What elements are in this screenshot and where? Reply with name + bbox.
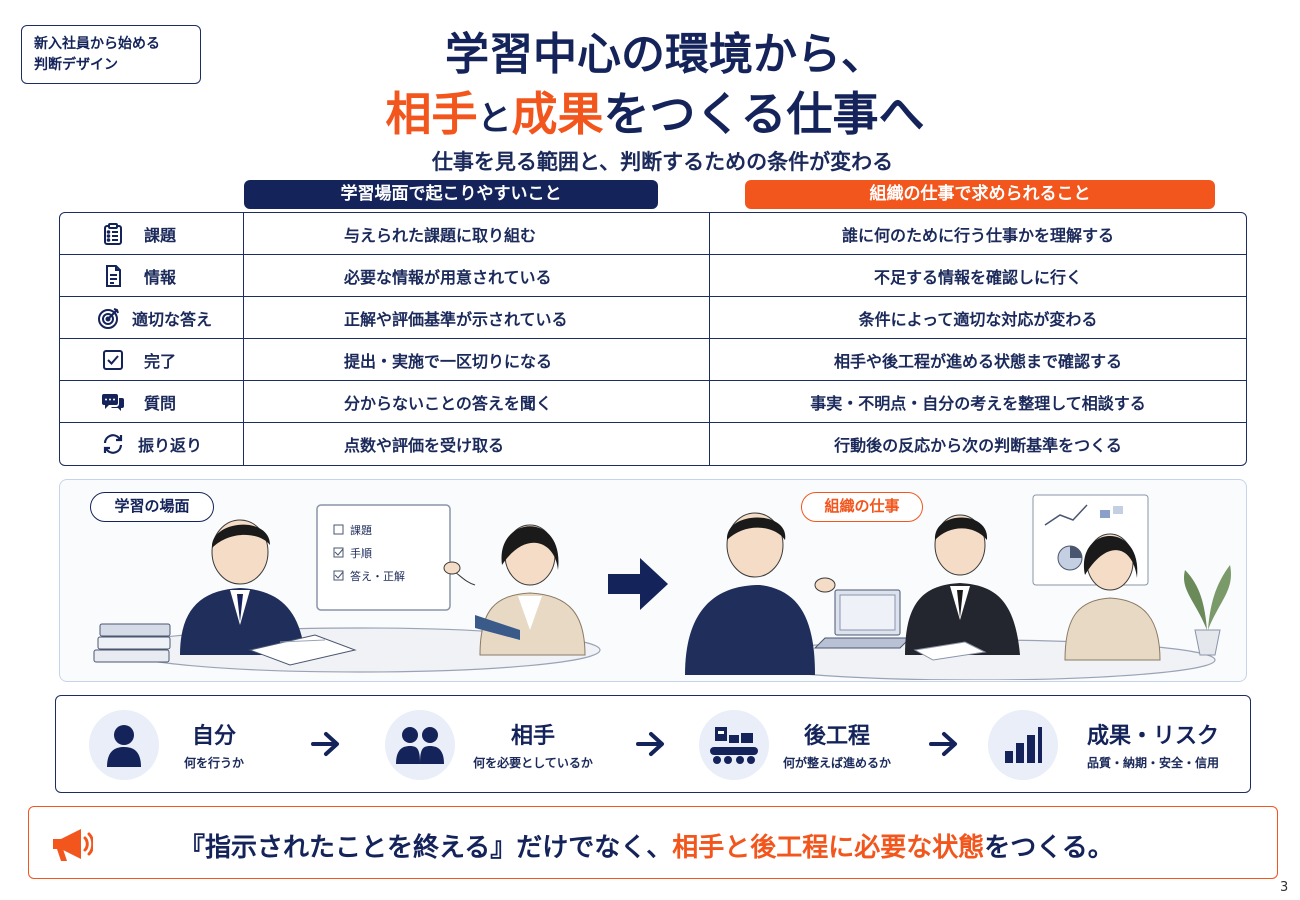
- flow-step-self: 自分 何を行うか: [89, 710, 289, 780]
- flow-step-label: 後工程: [803, 724, 870, 749]
- row-label: 質問: [144, 393, 177, 413]
- row-organization-cell: 不足する情報を確認しに行く: [873, 267, 1082, 287]
- flow-step-label: 自分: [191, 724, 236, 749]
- board-item: 答え・正解: [350, 569, 405, 583]
- row-learning-cell: 点数や評価を受け取る: [244, 423, 710, 465]
- board-item: 課題: [350, 523, 372, 537]
- title-tail: をつくる仕事へ: [603, 87, 925, 141]
- row-label-cell: 完了: [60, 339, 244, 380]
- row-label-cell: 課題: [60, 213, 244, 254]
- learning-scene-illustration: 課題 手順 答え・正解: [93, 504, 601, 673]
- flow-step-desc: 何を必要としているか: [473, 756, 593, 770]
- flow-step-label: 成果・リスク: [1086, 724, 1219, 749]
- table-row: 振り返り 点数や評価を受け取る 行動後の反応から次の判断基準をつくる: [60, 423, 1246, 465]
- row-label: 課題: [144, 225, 177, 245]
- board-item: 手順: [350, 546, 372, 560]
- flow-step-partner: 相手 何を必要としているか: [385, 710, 635, 780]
- row-label: 情報: [144, 267, 177, 287]
- person-icon: [89, 710, 159, 780]
- row-organization-cell: 条件によって適切な対応が変わる: [858, 309, 1098, 329]
- column-header-organization: 組織の仕事で求められること: [745, 180, 1215, 209]
- row-learning-cell: 分からないことの答えを聞く: [244, 381, 710, 422]
- arrow-right-icon: [311, 732, 339, 756]
- target-icon: [96, 305, 122, 331]
- table-row: 質問 分からないことの答えを聞く 事実・不明点・自分の考えを整理して相談する: [60, 381, 1246, 423]
- key-message-highlight: 相手と後工程に必要な状態: [672, 833, 985, 863]
- row-learning-cell: 提出・実施で一区切りになる: [244, 339, 710, 380]
- row-label: 振り返り: [138, 436, 203, 455]
- series-tag: 新入社員から始める 判断デザイン: [21, 25, 201, 84]
- row-label-cell: 質問: [60, 381, 244, 422]
- key-message-part2: をつくる。: [984, 833, 1114, 863]
- title-highlight-results: 成果: [511, 87, 604, 141]
- arrow-right-icon: [636, 732, 664, 756]
- row-organization-cell: 相手や後工程が進める状態まで確認する: [833, 351, 1122, 371]
- arrow-right-icon: [929, 732, 957, 756]
- scene-label-organization: 組織の仕事: [801, 492, 923, 522]
- conveyor-icon: [699, 710, 769, 780]
- stakeholder-flow: 自分 何を行うか 相手 何を必要としているか 後工程 何が整えば進めるか 成果・…: [55, 695, 1251, 793]
- comparison-table: 課題 与えられた課題に取り組む 誰に何のために行う仕事かを理解する 情報 必要な…: [59, 212, 1247, 466]
- clipboard-checklist-icon: [100, 221, 126, 247]
- row-label-cell: 適切な答え: [60, 297, 244, 338]
- column-header-learning: 学習場面で起こりやすいこと: [244, 180, 658, 209]
- page-title-line1: 学習中心の環境から、: [445, 29, 885, 80]
- row-label: 適切な答え: [132, 309, 213, 329]
- key-message-part1: 『指示されたことを終える』だけでなく、: [179, 833, 673, 863]
- document-icon: [100, 263, 126, 289]
- row-learning-cell: 正解や評価基準が示されている: [244, 297, 710, 338]
- flow-step-label: 相手: [510, 724, 555, 749]
- table-row: 適切な答え 正解や評価基準が示されている 条件によって適切な対応が変わる: [60, 297, 1246, 339]
- table-row: 情報 必要な情報が用意されている 不足する情報を確認しに行く: [60, 255, 1246, 297]
- flow-step-desc: 何を行うか: [183, 756, 244, 770]
- row-label-cell: 情報: [60, 255, 244, 296]
- table-row: 課題 与えられた課題に取り組む 誰に何のために行う仕事かを理解する: [60, 213, 1246, 255]
- cycle-arrows-icon: [100, 431, 126, 457]
- flow-step-desc: 何が整えば進めるか: [782, 756, 891, 770]
- title-highlight-partner: 相手: [385, 87, 478, 141]
- row-organization-cell: 誰に何のために行う仕事かを理解する: [841, 225, 1114, 245]
- series-tag-line1: 新入社員から始める: [34, 36, 160, 52]
- flow-step-desc: 品質・納期・安全・信用: [1086, 756, 1219, 770]
- table-row: 完了 提出・実施で一区切りになる 相手や後工程が進める状態まで確認する: [60, 339, 1246, 381]
- organization-scene-illustration: [685, 494, 1231, 680]
- illustration-scene: 学習の場面 組織の仕事 課題 手順 答え・正解: [59, 479, 1247, 682]
- page-title-line2: 相手と成果をつくる仕事へ: [0, 78, 1300, 144]
- series-tag-line2: 判断デザイン: [34, 57, 118, 73]
- speech-bubbles-icon: [100, 389, 126, 415]
- row-label-cell: 振り返り: [60, 423, 244, 465]
- transition-arrow-icon: [608, 558, 668, 610]
- megaphone-icon: [53, 829, 93, 861]
- key-message: 『指示されたことを終える』だけでなく、相手と後工程に必要な状態をつくる。: [179, 827, 1114, 864]
- people-icon: [385, 710, 455, 780]
- row-organization-cell: 行動後の反応から次の判断基準をつくる: [834, 436, 1122, 455]
- flow-step-downstream: 後工程 何が整えば進めるか: [699, 710, 939, 780]
- page-number: 3: [1280, 880, 1289, 895]
- flow-step-outcome-risk: 成果・リスク 品質・納期・安全・信用: [988, 710, 1248, 780]
- row-organization-cell: 事実・不明点・自分の考えを整理して相談する: [810, 393, 1146, 413]
- bar-chart-icon: [988, 710, 1058, 780]
- checkbox-icon: [100, 347, 126, 373]
- row-learning-cell: 必要な情報が用意されている: [244, 255, 710, 296]
- scene-label-learning: 学習の場面: [90, 492, 214, 522]
- row-label: 完了: [144, 351, 177, 371]
- key-message-banner: 『指示されたことを終える』だけでなく、相手と後工程に必要な状態をつくる。: [28, 806, 1278, 879]
- page-subtitle: 仕事を見る範囲と、判断するための条件が変わる: [431, 150, 894, 174]
- row-learning-cell: 与えられた課題に取り組む: [244, 213, 710, 254]
- title-connector: と: [477, 99, 512, 139]
